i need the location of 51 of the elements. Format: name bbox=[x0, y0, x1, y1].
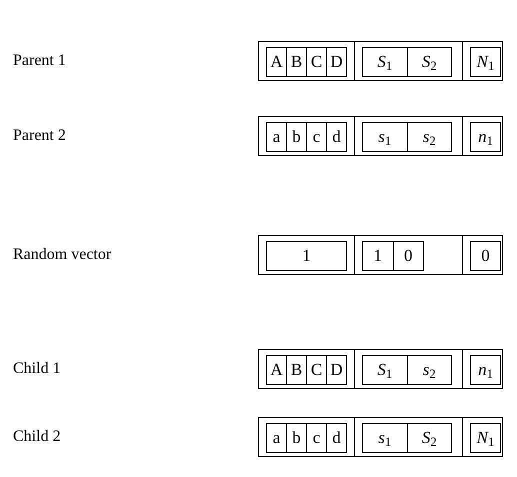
cell: 0 bbox=[471, 242, 500, 270]
cell: C bbox=[306, 48, 326, 76]
gene-segment-box bbox=[266, 122, 347, 152]
row-label: Child 2 bbox=[13, 427, 61, 447]
chromosome-box bbox=[258, 116, 503, 156]
cell: B bbox=[286, 48, 306, 76]
cell: b bbox=[286, 424, 306, 452]
cell: n$_{1}$ bbox=[471, 123, 500, 151]
cell: c bbox=[306, 123, 326, 151]
gene-segment-box bbox=[266, 47, 347, 77]
cell: N$_{1}$ bbox=[471, 48, 500, 76]
cell: S$_{2}$ bbox=[406, 424, 451, 452]
cell: D bbox=[326, 48, 346, 76]
cell: c bbox=[306, 424, 326, 452]
cell: 1 bbox=[267, 242, 346, 270]
cell: 1 bbox=[363, 242, 392, 270]
cell: 0 bbox=[392, 242, 423, 270]
cell: n$_{1}$ bbox=[471, 356, 500, 384]
row-label: Child 1 bbox=[13, 359, 61, 379]
cell: s$_{2}$ bbox=[406, 123, 451, 151]
chromosome-box bbox=[258, 41, 503, 81]
cell: b bbox=[286, 123, 306, 151]
gene-segment-box bbox=[266, 355, 347, 385]
gene-segment-box bbox=[362, 241, 424, 271]
row-label: Random vector bbox=[13, 245, 112, 265]
cell: A bbox=[267, 356, 286, 384]
cell: S$_{1}$ bbox=[363, 356, 406, 384]
cell: a bbox=[267, 424, 286, 452]
row-label: Parent 1 bbox=[13, 51, 66, 71]
cell: D bbox=[326, 356, 346, 384]
row-label: Parent 2 bbox=[13, 126, 66, 146]
cell: A bbox=[267, 48, 286, 76]
cell: B bbox=[286, 356, 306, 384]
cell: d bbox=[326, 123, 346, 151]
cell: s$_{2}$ bbox=[406, 356, 451, 384]
chromosome-box bbox=[258, 417, 503, 457]
gene-segment-box bbox=[266, 423, 347, 453]
gene-segment-box bbox=[362, 423, 452, 453]
gene-segment-box bbox=[362, 355, 452, 385]
gene-segment-box bbox=[362, 47, 452, 77]
cell: C bbox=[306, 356, 326, 384]
cell: d bbox=[326, 424, 346, 452]
cell: a bbox=[267, 123, 286, 151]
cell: N$_{1}$ bbox=[471, 424, 500, 452]
cell: s$_{1}$ bbox=[363, 123, 406, 151]
cell: s$_{1}$ bbox=[363, 424, 406, 452]
gene-segment-box bbox=[362, 122, 452, 152]
cell: S$_{2}$ bbox=[406, 48, 451, 76]
chromosome-box bbox=[258, 235, 503, 275]
chromosome-box bbox=[258, 349, 503, 389]
cell: S$_{1}$ bbox=[363, 48, 406, 76]
